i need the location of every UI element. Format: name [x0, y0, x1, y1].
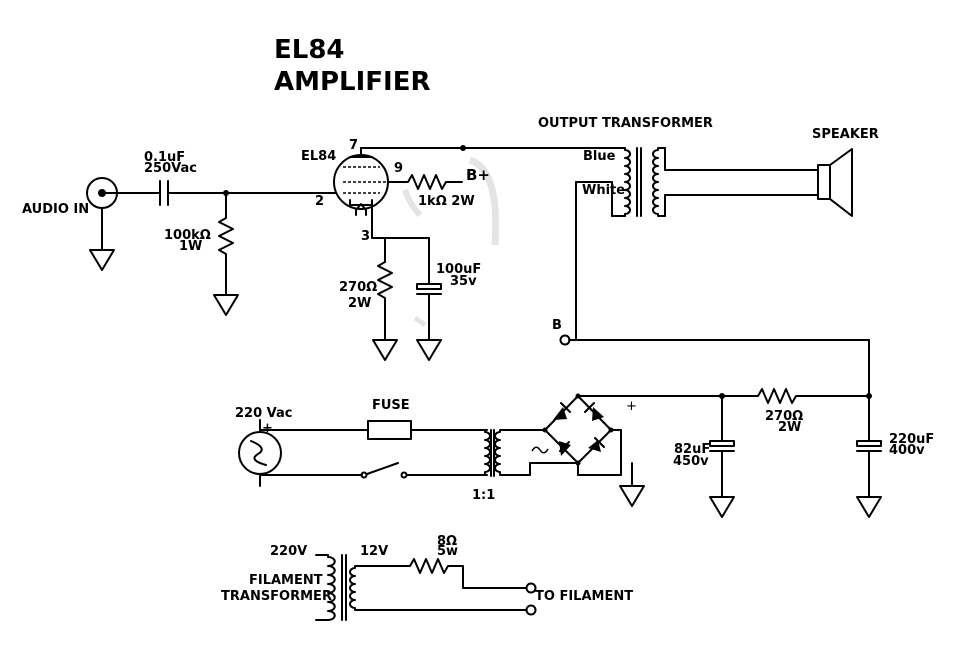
bridge-rectifier [531, 393, 614, 466]
filament-resistor [364, 558, 528, 589]
cap-filter1-rating: 450v [673, 454, 709, 469]
r-cathode-value: 270Ω [339, 280, 377, 295]
el84-tube [333, 147, 389, 216]
ground-symbol [372, 339, 398, 361]
ground-symbol [89, 249, 115, 271]
cap-cathode-value: 100uF [436, 262, 481, 277]
fuse [367, 420, 412, 440]
ground-symbol [213, 294, 239, 316]
audio-in-label: AUDIO IN [22, 202, 89, 217]
filament-transformer [315, 554, 366, 621]
filament-terminal [525, 604, 537, 616]
cathode-resistor [377, 261, 393, 341]
cap-cathode-rating: 35v [450, 274, 477, 289]
cap-in-rating: 250Vac [144, 161, 197, 176]
cap-filter2-value: 220uF [889, 432, 934, 447]
cap-filter2-rating: 400v [889, 443, 925, 458]
r-fil-value: 8Ω [437, 534, 457, 549]
filter-capacitor-2 [856, 395, 882, 498]
r-cathode-rating: 2W [348, 296, 371, 311]
blue-wire-label: Blue [583, 149, 616, 164]
title-line2: AMPLIFIER [274, 67, 431, 97]
power-switch [360, 462, 408, 479]
watermark [402, 156, 500, 328]
speaker-icon [817, 148, 853, 217]
junction-dot [460, 145, 466, 151]
filter-resistor [757, 388, 870, 404]
mains-plus-label: + [262, 421, 273, 436]
ground-symbol [709, 496, 735, 518]
r-fil-rating: 5w [437, 544, 458, 559]
cathode-capacitor [416, 237, 442, 341]
to-filament-label: TO FILAMENT [535, 589, 633, 604]
ground-symbol [856, 496, 882, 518]
r-grid-rating: 1W [179, 239, 202, 254]
r-screen-label: 1kΩ 2W [418, 194, 475, 209]
mains-label: 220 Vac [235, 406, 293, 421]
input-capacitor [159, 180, 336, 206]
ground-symbol [416, 339, 442, 361]
b-node-label: B [552, 318, 562, 333]
filter-capacitor-1 [709, 395, 735, 498]
pin9-label: 9 [394, 161, 403, 176]
r-filter-rating: 2W [778, 420, 801, 435]
grid-resistor [218, 192, 234, 296]
speaker-label: SPEAKER [812, 127, 879, 142]
fuse-label: FUSE [372, 398, 410, 413]
ratio-label: 1:1 [472, 488, 495, 503]
ground-symbol [619, 485, 645, 507]
bplus-label: B+ [466, 166, 490, 184]
audio-in-jack [86, 177, 161, 251]
r-grid-value: 100kΩ [164, 228, 211, 243]
cap-filter1-value: 82uF [674, 442, 710, 457]
bridge-plus-label: + [626, 399, 637, 414]
pin3-label: 3 [361, 229, 370, 244]
title-line1: EL84 [274, 35, 345, 65]
screen-resistor [387, 174, 463, 190]
cap-in-value: 0.1uF [144, 150, 185, 165]
fil-label-line2: TRANSFORMER [221, 589, 332, 604]
filament-terminal [525, 582, 537, 594]
fil-primary-label: 220V [270, 544, 307, 559]
fil-secondary-label: 12V [360, 544, 388, 559]
output-transformer-label: OUTPUT TRANSFORMER [538, 116, 713, 131]
output-transformer [624, 147, 666, 217]
white-wire-label: White [582, 183, 625, 198]
tube-name-label: EL84 [301, 149, 336, 164]
r-filter-value: 270Ω [765, 409, 803, 424]
pin2-label: 2 [315, 194, 324, 209]
pin7-label: 7 [349, 138, 358, 153]
isolation-transformer [474, 429, 509, 477]
fil-label-line1: FILAMENT [249, 573, 323, 588]
